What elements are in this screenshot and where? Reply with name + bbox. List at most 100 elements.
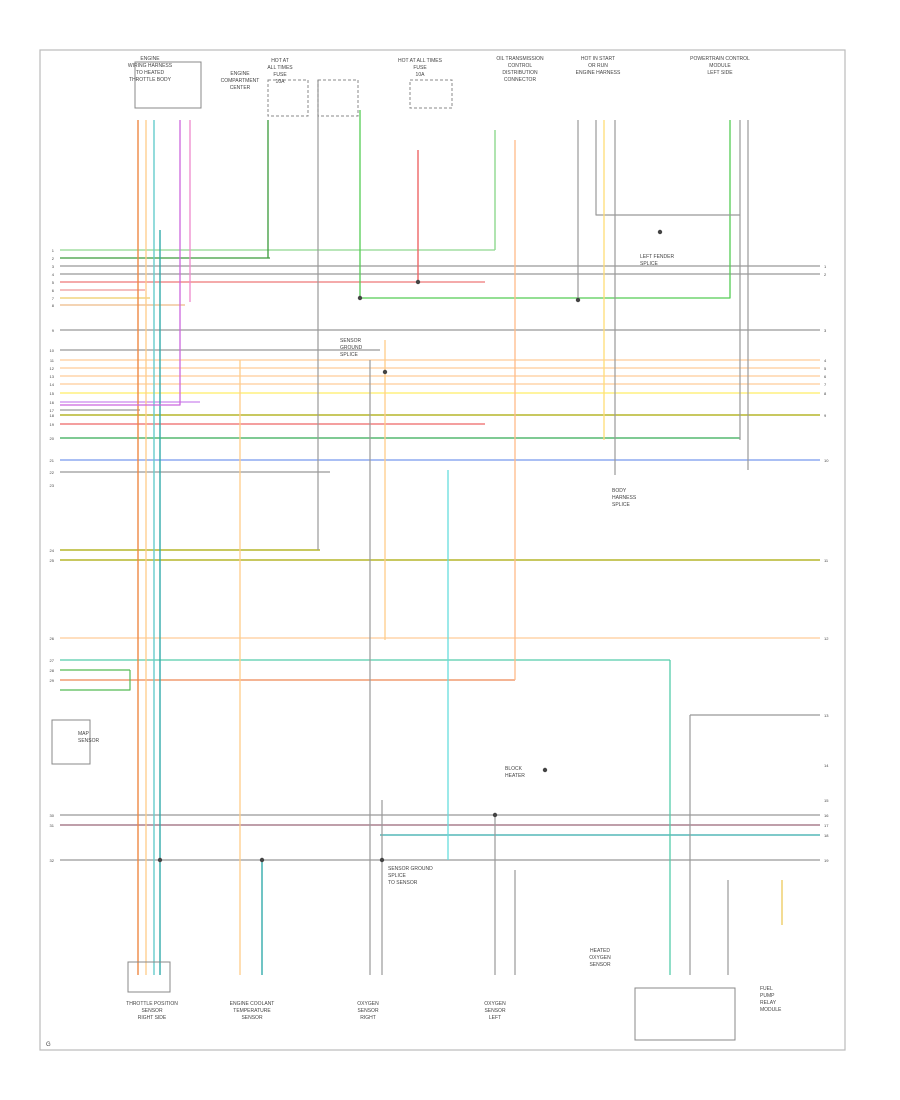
splice-dot <box>357 295 363 301</box>
component-label: SPLICE <box>388 873 406 879</box>
component-label: ENGINE <box>140 56 160 62</box>
pin-number-left: 16 <box>50 400 55 405</box>
component-label: BLOCK <box>505 766 523 772</box>
bottom-component-label: ENGINE COOLANT <box>230 1001 275 1007</box>
splice-dot <box>157 857 163 863</box>
splice-dot <box>379 857 385 863</box>
pin-number-left: 31 <box>50 823 55 828</box>
pin-number-right: 8 <box>824 391 827 396</box>
component-label: ENGINE HARNESS <box>576 70 621 76</box>
bottom-component-label: OXYGEN <box>589 955 611 961</box>
pin-number-left: 15 <box>50 391 55 396</box>
component-label: LEFT SIDE <box>707 70 733 76</box>
bottom-component-label: RIGHT <box>360 1015 376 1021</box>
pin-number-left: 2 <box>52 256 55 261</box>
bottom-component-label: SENSOR <box>357 1008 379 1014</box>
component-label: FUSE <box>413 65 427 71</box>
pin-number-right: 17 <box>824 823 829 828</box>
component-label: SPLICE <box>612 502 630 508</box>
component-label: ALL TIMES <box>267 65 293 71</box>
connector-box <box>134 61 202 109</box>
splices <box>157 229 663 863</box>
pin-number-left: 10 <box>50 348 55 353</box>
component-label: 10A <box>276 79 286 85</box>
pin-number-left: 18 <box>50 413 55 418</box>
component-label: WIRING HARNESS <box>128 63 173 69</box>
pin-number-right: 12 <box>824 636 829 641</box>
pin-number-left: 13 <box>50 374 55 379</box>
pin-number-right: 11 <box>824 558 829 563</box>
pin-number-left: 25 <box>50 558 55 563</box>
bottom-component-label: LEFT <box>489 1015 501 1021</box>
pin-number-right: 10 <box>824 458 829 463</box>
splice-dot <box>575 297 581 303</box>
pin-number-left: 21 <box>50 458 55 463</box>
pin-number-left: 17 <box>50 408 55 413</box>
component-label: OIL TRANSMISSION <box>496 56 544 62</box>
pin-number-left: 6 <box>52 288 55 293</box>
pin-number-left: 4 <box>52 272 55 277</box>
throttle-sensor-box <box>127 961 171 993</box>
wires <box>60 80 820 975</box>
pin-number-left: 11 <box>50 358 55 363</box>
bottom-component-label: MODULE <box>760 1007 782 1013</box>
bottom-component-label: SENSOR <box>141 1008 163 1014</box>
pin-number-left: 30 <box>50 813 55 818</box>
pin-number-left: 28 <box>50 668 55 673</box>
pin-number-right: 6 <box>824 374 827 379</box>
component-label: TO HEATED <box>136 70 165 76</box>
pin-labels: 1234567891011121314151617181920212223242… <box>50 248 830 863</box>
bottom-component-label: OXYGEN <box>357 1001 379 1007</box>
component-label: GROUND <box>340 345 363 351</box>
pin-number-left: 5 <box>52 280 55 285</box>
bottom-component-label: RELAY <box>760 1000 777 1006</box>
bottom-component-label: FUEL <box>760 986 773 992</box>
pin-number-left: 26 <box>50 636 55 641</box>
pin-number-left: 32 <box>50 858 55 863</box>
splice-dot <box>492 812 498 818</box>
bottom-component-label: RIGHT SIDE <box>138 1015 167 1021</box>
component-label: HARNESS <box>612 495 637 501</box>
component-label: LEFT FENDER <box>640 254 674 260</box>
component-label: TO SENSOR <box>388 880 418 886</box>
component-label: SPLICE <box>340 352 358 358</box>
component-label: THROTTLE BODY <box>129 77 172 83</box>
splice-dot <box>259 857 265 863</box>
pin-number-right: 3 <box>824 328 827 333</box>
component-label: BODY <box>612 488 627 494</box>
bottom-component-label: PUMP <box>760 993 775 999</box>
pin-number-right: 7 <box>824 382 827 387</box>
pin-number-left: 9 <box>52 328 55 333</box>
wire <box>60 120 181 406</box>
pin-number-right: 9 <box>824 413 827 418</box>
component-label: OR RUN <box>588 63 608 69</box>
component-label: HOT IN START <box>581 56 615 62</box>
pin-number-left: 27 <box>50 658 55 663</box>
component-label: CENTER <box>230 85 251 91</box>
pin-number-right: 16 <box>824 813 829 818</box>
fuse-box <box>409 79 453 109</box>
component-label: SENSOR <box>78 738 100 744</box>
component-label: COMPARTMENT <box>221 78 260 84</box>
bottom-component-label: TEMPERATURE <box>233 1008 271 1014</box>
splice-dot <box>382 369 388 375</box>
pin-number-left: 12 <box>50 366 55 371</box>
pin-number-right: 4 <box>824 358 827 363</box>
component-label: CONNECTOR <box>504 77 537 83</box>
component-label: 10A <box>416 72 426 78</box>
pin-number-right: 1 <box>824 264 827 269</box>
pin-number-right: 13 <box>824 713 829 718</box>
fuel-pump-relay-box <box>634 987 736 1041</box>
component-label: SENSOR GROUND <box>388 866 433 872</box>
pin-number-right: 15 <box>824 798 829 803</box>
footer-note: G <box>46 1042 51 1048</box>
bottom-component-label: SENSOR <box>241 1015 263 1021</box>
component-label: DISTRIBUTION <box>502 70 538 76</box>
pin-number-right: 5 <box>824 366 827 371</box>
pin-number-right: 18 <box>824 833 829 838</box>
pin-number-right: 19 <box>824 858 829 863</box>
wire <box>595 120 741 216</box>
bottom-component-label: HEATED <box>590 948 610 954</box>
